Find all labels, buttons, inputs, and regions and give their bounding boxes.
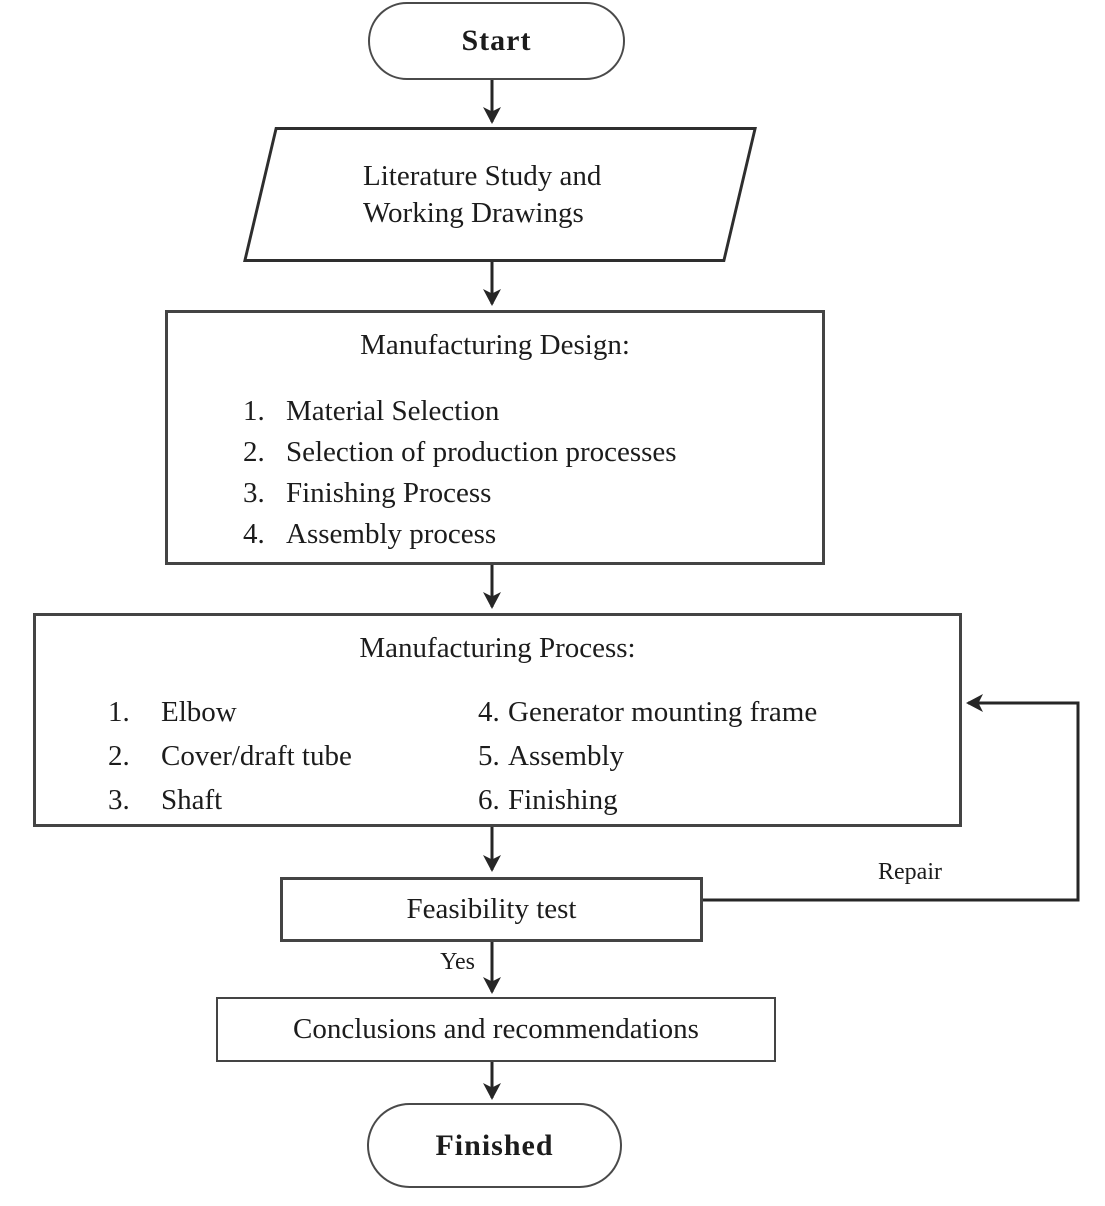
process-item-columns: 1. Elbow 2. Cover/draft tube 3. Shaft 4.…: [108, 690, 959, 822]
item-text: Cover/draft tube: [161, 740, 352, 772]
literature-line1: Literature Study and: [363, 159, 602, 192]
item-text: Assembly: [508, 740, 624, 772]
item-number: 2.: [243, 436, 265, 468]
item-number: 5.: [478, 740, 500, 772]
list-item: 4. Generator mounting frame: [478, 690, 948, 734]
list-item: 6. Finishing: [478, 778, 948, 822]
start-label: Start: [461, 24, 532, 57]
node-manufacturing-process: Manufacturing Process: 1. Elbow 2. Cover…: [33, 613, 962, 827]
node-finished: Finished: [367, 1103, 622, 1188]
item-number: 4.: [243, 518, 265, 550]
finished-label: Finished: [435, 1128, 554, 1162]
item-text: Finishing Process: [286, 477, 492, 509]
item-text: Shaft: [161, 784, 223, 816]
edge-label-repair: Repair: [878, 859, 942, 885]
design-item-list: 1. Material Selection 2. Selection of pr…: [243, 391, 822, 555]
item-number: 6.: [478, 784, 500, 816]
node-feasibility-test: Feasibility test: [280, 877, 703, 942]
item-text: Finishing: [508, 784, 618, 816]
node-manufacturing-design: Manufacturing Design: 1. Material Select…: [165, 310, 825, 565]
list-item: 2. Cover/draft tube: [108, 734, 478, 778]
item-text: Generator mounting frame: [508, 696, 818, 728]
literature-line2: Working Drawings: [363, 196, 584, 229]
literature-label: Literature Study and Working Drawings: [259, 127, 741, 262]
item-text: Selection of production processes: [286, 436, 677, 468]
process-right-column: 4. Generator mounting frame 5. Assembly …: [478, 690, 948, 822]
process-left-column: 1. Elbow 2. Cover/draft tube 3. Shaft: [108, 690, 478, 822]
feasibility-label: Feasibility test: [406, 893, 577, 925]
item-number: 4.: [478, 696, 500, 728]
list-item: 3. Finishing Process: [243, 473, 822, 514]
arrow-repair-loop: [703, 694, 1080, 902]
item-number: 3.: [108, 784, 130, 816]
node-start: Start: [368, 2, 625, 80]
list-item: 2. Selection of production processes: [243, 432, 822, 473]
item-text: Material Selection: [286, 395, 500, 427]
list-item: 3. Shaft: [108, 778, 478, 822]
process-title: Manufacturing Process:: [359, 632, 636, 664]
list-item: 5. Assembly: [478, 734, 948, 778]
item-number: 1.: [108, 696, 130, 728]
edge-label-yes: Yes: [440, 949, 475, 975]
item-text: Assembly process: [286, 518, 497, 550]
item-number: 2.: [108, 740, 130, 772]
design-title: Manufacturing Design:: [360, 329, 630, 361]
node-literature-study: Literature Study and Working Drawings: [243, 127, 757, 262]
list-item: 1. Elbow: [108, 690, 478, 734]
list-item: 4. Assembly process: [243, 514, 822, 555]
item-text: Elbow: [161, 696, 237, 728]
item-number: 3.: [243, 477, 265, 509]
list-item: 1. Material Selection: [243, 391, 822, 432]
item-number: 1.: [243, 395, 265, 427]
conclusions-label: Conclusions and recommendations: [293, 1013, 699, 1045]
node-conclusions: Conclusions and recommendations: [216, 997, 776, 1062]
